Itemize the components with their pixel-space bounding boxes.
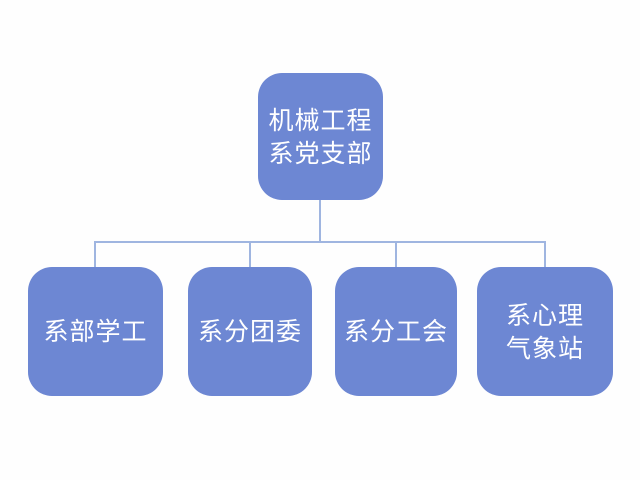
org-node-tuanwei[interactable]: 系分团委	[188, 267, 312, 396]
connector-drop-4	[544, 241, 546, 268]
connector-drop-3	[395, 241, 397, 268]
connector-drop-2	[249, 241, 251, 268]
org-node-root-label: 机械工程 系党支部	[268, 105, 373, 168]
connector-root-stem	[319, 199, 321, 243]
connector-horizontal-bar	[94, 241, 546, 243]
org-node-qixiangzhan-label: 系心理 气象站	[505, 300, 584, 363]
org-node-qixiangzhan[interactable]: 系心理 气象站	[477, 267, 613, 396]
org-node-xuegong-label: 系部学工	[43, 317, 148, 346]
org-node-root[interactable]: 机械工程 系党支部	[258, 73, 383, 200]
org-node-gonghui[interactable]: 系分工会	[335, 267, 457, 396]
org-node-gonghui-label: 系分工会	[343, 317, 448, 346]
org-node-xuegong[interactable]: 系部学工	[28, 267, 163, 396]
connector-drop-1	[94, 241, 96, 268]
org-node-tuanwei-label: 系分团委	[197, 317, 302, 346]
